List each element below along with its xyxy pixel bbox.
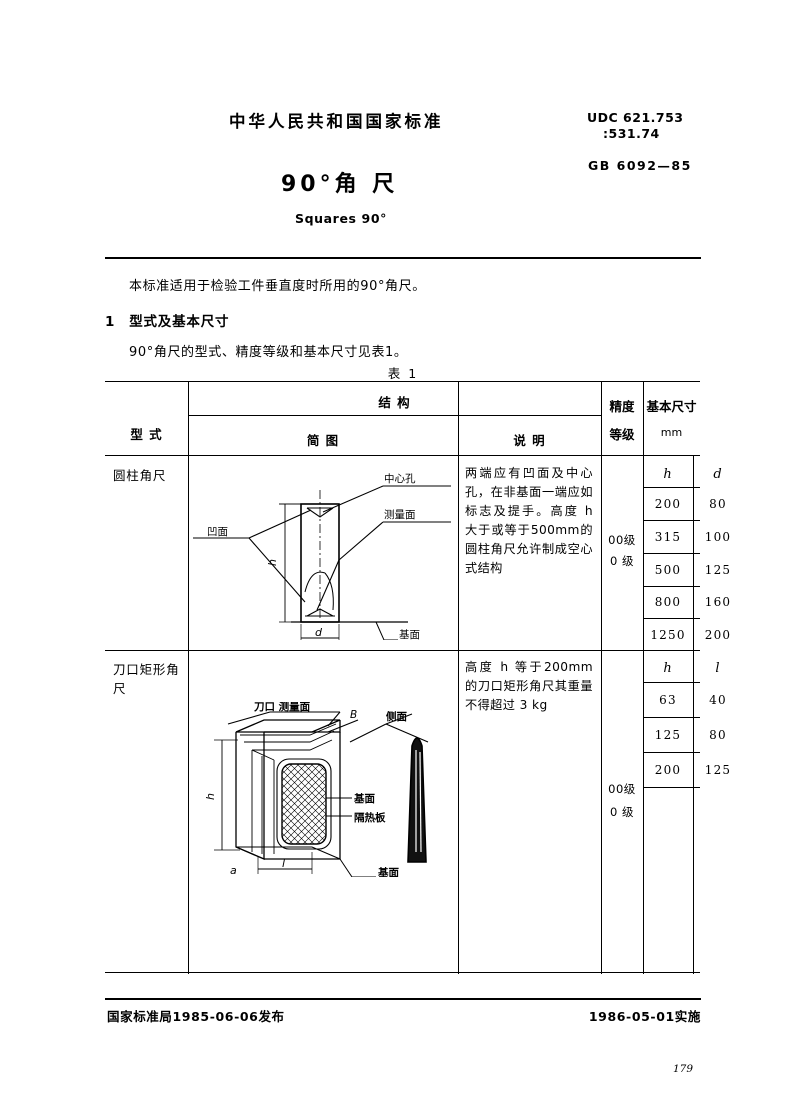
table-row2-grade-line2: 0 级 [610,805,634,819]
table-vrule-sketch [458,382,459,974]
table-row1-grade-line2: 0 级 [610,554,634,568]
figure1-dim-h: h [266,559,279,566]
table-row1-h-3: 800 [654,595,682,609]
table-row1-dim-hrule-1 [643,520,700,521]
table-header-grade-line2: 等级 [609,427,635,442]
table-row1-h-4: 1250 [650,628,686,642]
table-row2-dimheader-l: l [715,661,721,676]
table-row1-d-0: 80 [709,497,727,511]
table-row1-dim-hrule-0 [643,487,700,488]
table-row1-dimheader-d: d [713,467,723,482]
table-row1-d-2: 125 [704,563,732,577]
figure2-dim-h: h [204,793,217,800]
footer-effective-date: 1986-05-01实施 [588,1009,701,1024]
table-header-type: 型 式 [130,427,163,442]
table-row1-h-2: 500 [654,563,682,577]
table-row2-grade-line1: 00级 [608,782,636,796]
clause-1-paragraph: 90°角尺的型式、精度等级和基本尺寸见表1。 [129,345,408,360]
table-hrule-header-bottom [105,455,700,456]
figure1-label-base-face: 基面 [399,628,420,640]
table-row2-dim-hrule-3 [643,787,700,788]
table-header-structure: 结 构 [378,395,411,410]
table-caption: 表 1 [387,366,419,381]
standard-body-name: 中华人民共和国国家标准 [229,112,444,131]
footer-divider-rule [105,998,701,1000]
table-row1-dim-hrule-3 [643,586,700,587]
figure2-label-insulation-plate: 隔热板 [354,811,386,824]
table-row2-h-2: 200 [654,763,682,777]
table-row2-type: 刀口矩形角尺 [113,662,180,696]
table-row1-type: 圆柱角尺 [113,468,167,483]
table-row1-h-0: 200 [654,497,682,511]
footer-issued-date: 国家标准局1985-06-06发布 [107,1009,285,1024]
figure1-dim-d: d [315,626,323,639]
figure1-label-center-hole: 中心孔 [384,472,416,485]
table-row1-h-1: 315 [654,530,682,544]
table-header-grade-line1: 精度 [609,399,635,414]
table-row2-h-1: 125 [654,728,682,742]
figure-cylindrical-square: 中心孔 测量面 凹面 基面 d h [193,472,451,640]
table-hrule-structure [188,415,601,416]
table-header-basicdim-line1: 基本尺寸 [646,399,697,414]
table-row2-dim-hrule-2 [643,752,700,753]
table-header-description: 说 明 [513,433,546,448]
table-row2-dim-hrule-1 [643,717,700,718]
table-row1-dim-hrule-2 [643,553,700,554]
table-row2-description: 高度 h 等于200mm的刀口矩形角尺其重量不得超过 3 kg [465,660,593,712]
figure-knife-edge-square: 刀口 测量面 B 基面 隔热板 基面 侧面 l h a [204,702,429,877]
table-row1-d-4: 200 [704,628,732,642]
table-row2-dimheader-h: h [663,661,673,676]
figure1-label-concave-face: 凹面 [207,526,228,538]
table-header-sketch: 简 图 [306,433,340,448]
table-header-basicdim-unit: mm [660,426,683,439]
table-row2-l-1: 80 [709,728,727,742]
figure1-label-measuring-face: 测量面 [384,508,416,521]
figure2-label-base-face-callout: 基面 [353,792,375,805]
table-hrule-row1-bottom [105,650,700,651]
table-row2-dim-hrule-0 [643,682,700,683]
table-row1-description: 两端应有凹面及中心孔，在非基面一端应如标志及提手。高度 h 大于或等于500mm… [465,466,593,575]
table-row1-dimheader-h: h [663,467,673,482]
figure2-dim-a: a [230,864,237,877]
table-row2-l-2: 125 [704,763,732,777]
table-row2-h-0: 63 [659,693,677,707]
clause-1-title: 型式及基本尺寸 [129,314,230,330]
table-row2-l-0: 40 [709,693,727,707]
page-title-english: Squares 90° [295,211,387,226]
table-row1-dim-hrule-4 [643,618,700,619]
page-number: 179 [672,1063,693,1075]
table-vrule-grade [643,382,644,974]
header-divider-rule [105,257,701,259]
figure2-label-knife-edge-face: 刀口 测量面 [254,702,311,713]
udc-code-line2: :531.74 [603,126,660,141]
standard-number: GB 6092—85 [588,158,692,173]
table-vrule-desc [601,382,602,974]
page-title: 90°角 尺 [281,172,399,197]
scope-paragraph: 本标准适用于检验工件垂直度时所用的90°角尺。 [129,279,426,294]
document-body: 中华人民共和国国家标准 UDC 621.753 :531.74 GB 6092—… [105,0,730,1107]
figure2-dim-l: l [282,857,285,870]
clause-1-heading: 1 型式及基本尺寸 [105,310,229,330]
udc-code-line1: UDC 621.753 [587,110,684,125]
figure2-label-side-view: 侧面 [386,710,407,723]
specification-table: 型 式 结 构 简 图 说 明 精度 等级 基本尺寸 mm 圆柱角尺 两端应有凹… [105,381,730,974]
table-row1-d-3: 160 [704,595,732,609]
table-vrule-type [188,382,189,974]
clause-1-number: 1 [105,314,116,330]
table-row1-d-1: 100 [704,530,732,544]
table-row1-grade-line1: 00级 [608,533,636,547]
table-vrule-dim [693,455,694,974]
figure2-label-base-face: 基面 [377,866,399,877]
figure2-label-b: B [350,709,357,721]
